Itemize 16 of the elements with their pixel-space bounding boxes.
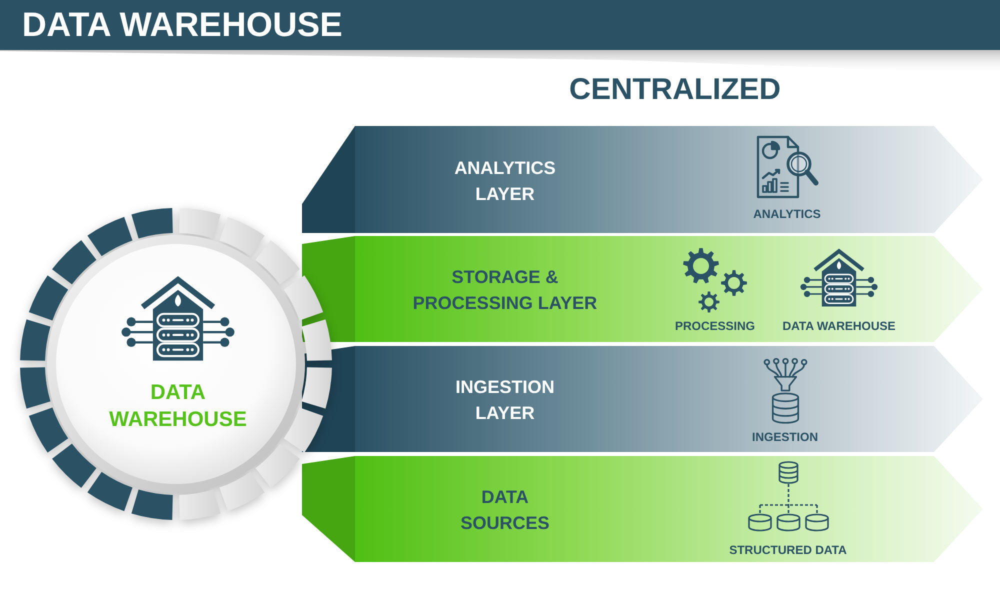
layer-title: INGESTION LAYER: [454, 376, 556, 425]
icon-caption: STRUCTURED DATA: [729, 543, 847, 557]
layer-band: [302, 126, 985, 233]
icon-caption: ANALYTICS: [753, 207, 821, 221]
icon-caption: DATA WAREHOUSE: [782, 319, 896, 333]
layer-title: DATA SOURCES: [459, 486, 550, 535]
hub-title: DATA WAREHOUSE: [108, 380, 248, 433]
layer-band: [302, 346, 985, 452]
layer-title: ANALYTICS LAYER: [453, 156, 557, 206]
icon-caption: INGESTION: [752, 430, 818, 444]
page-title: DATA WAREHOUSE: [22, 5, 342, 45]
layer-band: [302, 456, 985, 562]
layer-title: STORAGE & PROCESSING LAYER: [412, 266, 598, 315]
section-heading: CENTRALIZED: [569, 72, 781, 108]
icon-caption: PROCESSING: [675, 319, 755, 333]
layer-band: [302, 236, 985, 342]
